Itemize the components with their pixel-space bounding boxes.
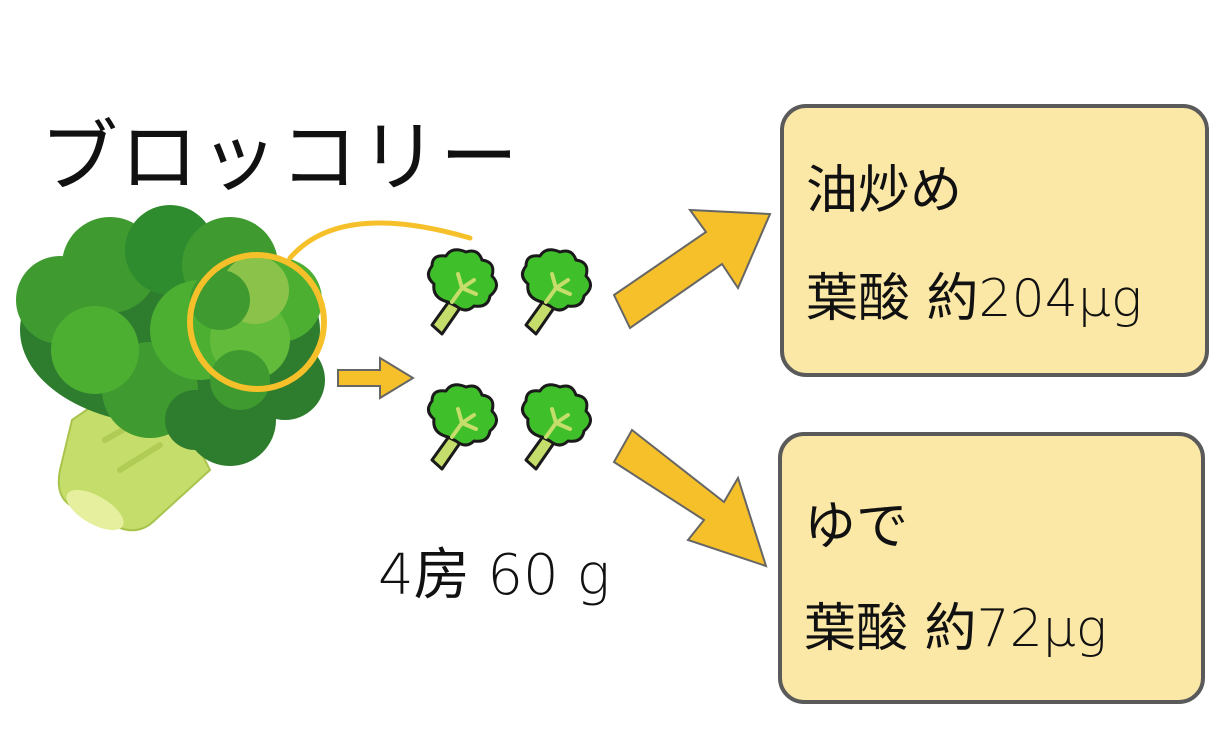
method-name: ゆで (804, 497, 909, 557)
portion-label: 4房 60 g (378, 543, 611, 608)
broccoli-floret-icon (520, 382, 593, 471)
arrow-right (337, 356, 415, 400)
broccoli-floret-icon (520, 247, 593, 336)
arrow-down-right (612, 428, 768, 568)
broccoli-floret-icon (426, 247, 499, 336)
method-card-boiled: ゆで 葉酸 約72μg (778, 432, 1205, 704)
method-name: 油炒め (806, 161, 963, 221)
broccoli-illustration (16, 205, 473, 532)
folate-amount: 葉酸 約204μg (806, 269, 1143, 329)
folate-amount: 葉酸 約72μg (804, 599, 1107, 659)
arrow-up-right (612, 208, 772, 330)
method-card-stir-fry: 油炒め 葉酸 約204μg (780, 104, 1209, 377)
broccoli-floret-icon (426, 382, 499, 471)
page-title: ブロッコリー (40, 113, 521, 203)
